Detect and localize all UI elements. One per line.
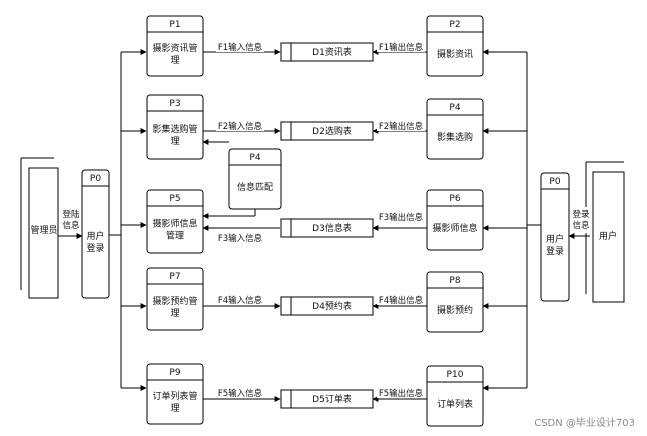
process-p2: P2 摄影资讯	[426, 15, 484, 77]
process-label: 摄影师信息	[432, 222, 477, 234]
flow-label-login_left: 信息	[62, 220, 80, 231]
process-id: P3	[169, 99, 180, 109]
process-label: 理	[170, 403, 179, 414]
store-label: D1资讯表	[312, 46, 352, 58]
svg-text:管理员: 管理员	[30, 224, 57, 236]
process-id: P5	[169, 194, 180, 204]
process-id: P4	[249, 153, 260, 163]
process-label: 登录	[86, 243, 104, 254]
process-id: P9	[169, 368, 180, 378]
store-label: D4预约表	[312, 300, 352, 312]
flow-label-f5i: F5输入信息	[218, 388, 263, 399]
process-label: 理	[170, 136, 179, 147]
flow-label-f4o: F4输出信息	[379, 295, 424, 306]
process-p4m: P4 信息匹配	[228, 148, 282, 210]
process-id: P7	[169, 272, 180, 282]
process-p10: P10 订单列表	[426, 365, 484, 427]
process-label: 理	[170, 308, 179, 319]
process-label: 用户	[86, 230, 104, 242]
flow-label-f2i: F2输入信息	[218, 121, 263, 132]
flow-label-f3i: F3输入信息	[218, 233, 263, 244]
process-label: 摄影预约	[437, 304, 473, 316]
process-label: 影集选购	[437, 131, 473, 143]
process-id: P4	[449, 103, 460, 113]
process-label: 信息匹配	[237, 181, 273, 193]
svg-text:用户: 用户	[599, 230, 617, 242]
flow-label-f1i: F1输入信息	[218, 42, 263, 53]
process-label: 摄影资讯管	[152, 42, 197, 54]
process-id: P6	[449, 194, 460, 204]
flow-label-login_right: 信息	[572, 220, 590, 231]
entity-user: 用户	[585, 161, 625, 303]
process-p4: P4 影集选购	[426, 98, 484, 160]
connectors	[58, 49, 590, 402]
process-label: 影集选购管	[152, 123, 197, 135]
process-label: 订单列表	[437, 398, 473, 410]
process-label: 订单列表管	[152, 390, 197, 402]
store-d1: D1资讯表	[280, 42, 374, 62]
process-label: 摄影资讯	[437, 48, 473, 60]
process-p8: P8 摄影预约	[426, 271, 484, 333]
flow-label-f1o: F1输出信息	[379, 42, 424, 53]
process-label: 管理	[166, 230, 184, 242]
store-d5: D5订单表	[280, 389, 374, 409]
store-d3: D3信息表	[280, 218, 374, 238]
flow-label-login_left: 登陆	[62, 209, 80, 220]
process-id: P0	[549, 177, 560, 187]
process-label: 理	[170, 55, 179, 66]
watermark: CSDN @毕业设计703	[534, 418, 635, 429]
flow-label-f4i: F4输入信息	[218, 295, 263, 306]
process-id: P8	[449, 276, 460, 286]
process-label: 用户	[546, 233, 564, 245]
store-label: D3信息表	[312, 222, 352, 234]
entity-admin: 管理员	[20, 157, 59, 299]
store-label: D2选购表	[312, 125, 352, 137]
store-d4: D4预约表	[280, 296, 374, 316]
process-label: 登录	[546, 246, 564, 257]
process-id: P1	[169, 20, 180, 30]
process-label: 摄影预约管	[152, 295, 197, 307]
store-label: D5订单表	[312, 393, 352, 405]
process-id: P2	[449, 20, 460, 30]
process-id: P10	[447, 370, 464, 380]
flow-label-login_right: 登录	[572, 209, 590, 220]
process-label: 摄影师信息	[152, 218, 197, 230]
store-d2: D2选购表	[280, 121, 374, 141]
flow-label-f2o: F2输出信息	[379, 121, 424, 132]
flow-label-f5o: F5输出信息	[379, 388, 424, 399]
process-id: P0	[90, 174, 101, 184]
flow-label-f3o: F3输出信息	[379, 212, 424, 223]
process-p6: P6 摄影师信息	[426, 189, 484, 251]
